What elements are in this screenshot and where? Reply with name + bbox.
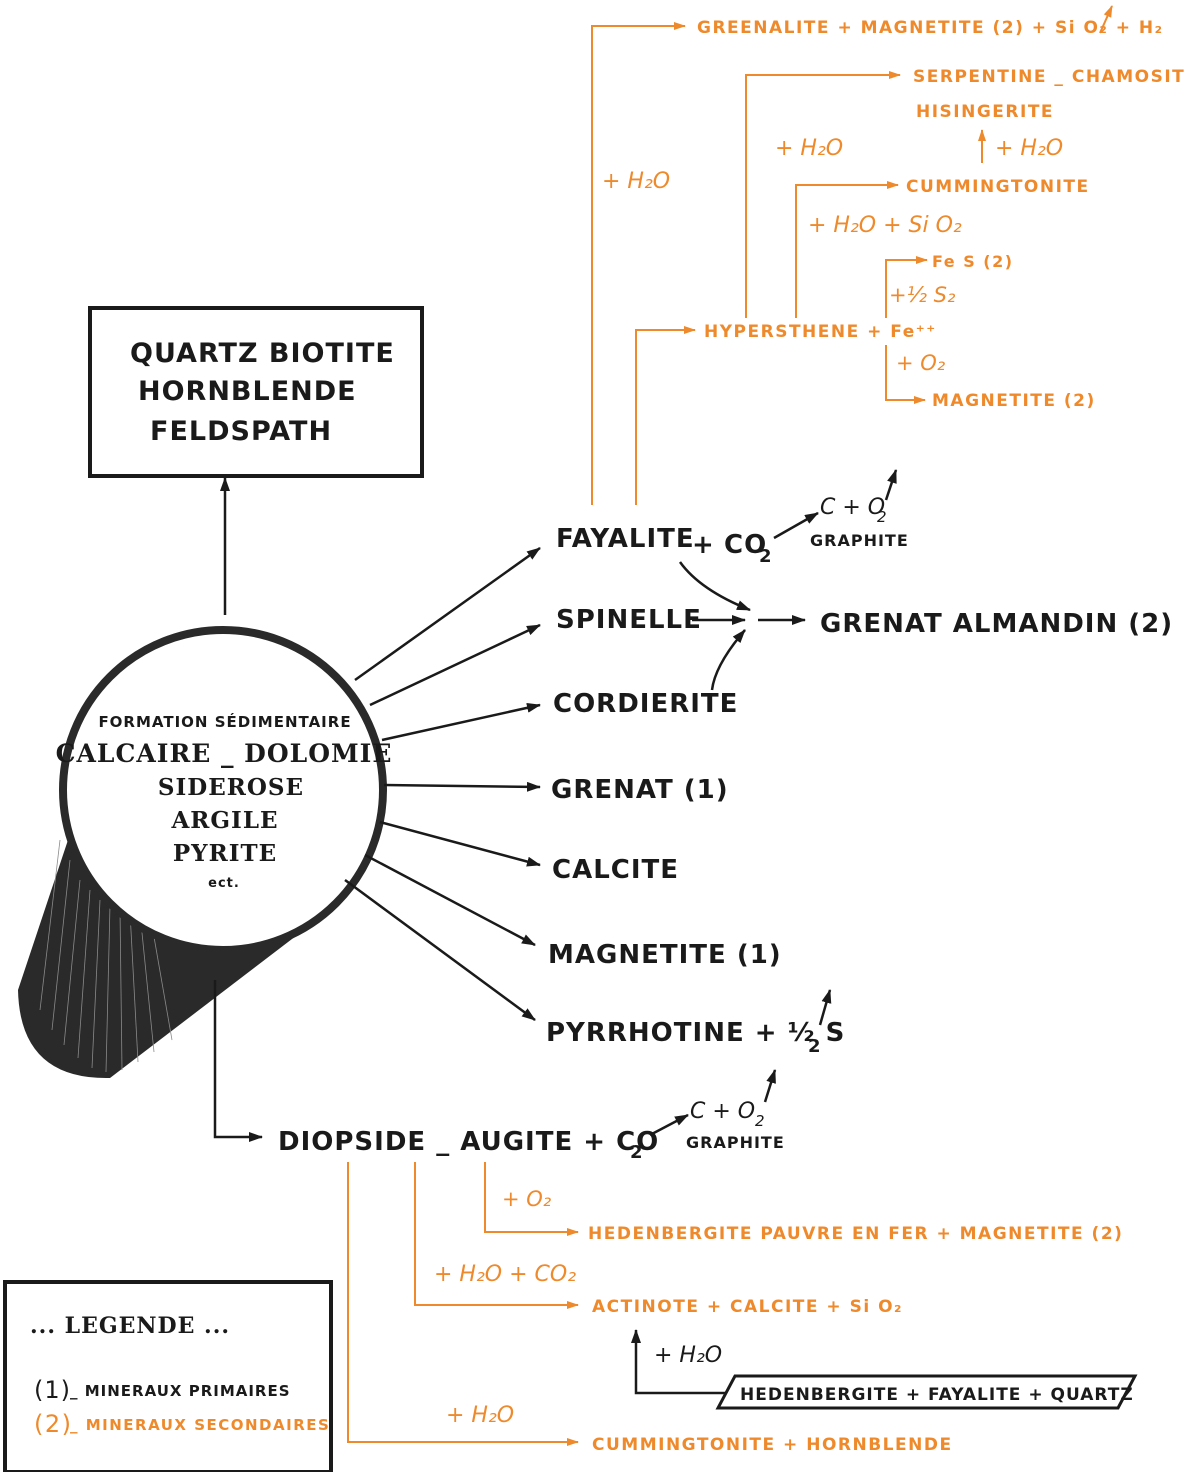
arrow-to-actinote-up (631, 1329, 735, 1395)
arrow-to-greenalite (591, 22, 686, 505)
label-diopside-c-o2: C + O (690, 1099, 755, 1124)
label-h2o-5: + H₂O (446, 1403, 514, 1428)
source-title: FORMATION SÉDIMENTAIRE (98, 712, 351, 731)
arrow-o2-up (884, 469, 898, 501)
label-hedenbergite-pauvre: HEDENBERGITE PAUVRE EN FER + MAGNETITE (… (588, 1224, 1123, 1244)
label-h2o-1: + H₂O (602, 169, 670, 194)
arrow-to-hedenbergite-pauvre (484, 1162, 579, 1236)
arrow-h2-up (1099, 5, 1113, 34)
arrow-spinelle (369, 623, 541, 707)
label-fayalite: FAYALITE (556, 524, 695, 554)
arrow-magnetite (364, 853, 536, 947)
label-magnetite: MAGNETITE (1) (548, 940, 782, 970)
label-grenat: GRENAT (1) (551, 775, 729, 805)
top-box-frame (88, 306, 424, 478)
label-hypersthene: HYPERSTHENE + Fe⁺⁺ (704, 322, 937, 342)
label-half-s2: +½ S₂ (889, 283, 956, 307)
label-fes: Fe S (2) (932, 252, 1014, 271)
label-c-o2: C + O (820, 495, 885, 520)
label-h2o-4: + H₂O (654, 1343, 722, 1368)
hedenbergite-box (715, 1374, 1138, 1410)
top-box-line3: FELDSPATH (150, 416, 332, 447)
legend: ... LEGENDE ... (1) _ MINERAUX PRIMAIRES… (3, 1280, 333, 1472)
label-cummingtonite: CUMMINGTONITE (906, 177, 1090, 197)
label-diopside-co2-sub: 2 (630, 1142, 644, 1163)
arrow-diopside (213, 980, 263, 1142)
arrow-cordierite-to-grenat (710, 629, 746, 691)
source-formation: FORMATION SÉDIMENTAIRE CALCAIRE _ DOLOMI… (18, 626, 393, 1079)
legend-frame (3, 1280, 333, 1472)
label-magnetite2: MAGNETITE (2) (932, 391, 1096, 411)
arrow-to-cummingtonite (795, 181, 899, 318)
label-serpentine: SERPENTINE _ CHAMOSITE (913, 67, 1184, 87)
label-fayalite-plus: + (692, 530, 715, 560)
source-line2: SIDEROSE (158, 774, 304, 801)
label-o2: + O₂ (896, 351, 946, 375)
arrow-to-cumm-hornblende (347, 1162, 579, 1446)
arrow-co2-to-c (773, 511, 819, 540)
label-hedenbergite-fayalite-quartz: HEDENBERGITE + FAYALITE + QUARTZ (740, 1385, 1134, 1405)
arrow-to-magnetite2 (885, 345, 926, 404)
label-s2-sub: 2 (808, 1036, 822, 1057)
arrow-diopside-co2-to-c (649, 1113, 689, 1137)
label-actinote: ACTINOTE + CALCITE + Si O₂ (592, 1297, 903, 1317)
top-box: QUARTZ BIOTITE HORNBLENDE FELDSPATH (88, 306, 424, 478)
label-grenat-almandin: GRENAT ALMANDIN (2) (820, 609, 1173, 639)
arrow-to-actinote (414, 1162, 579, 1309)
top-box-line2: HORNBLENDE (138, 376, 357, 407)
label-calcite: CALCITE (552, 855, 679, 885)
source-circle (59, 626, 387, 954)
arrow-fayalite (354, 546, 541, 682)
label-h2o-co2: + H₂O + CO₂ (434, 1262, 576, 1287)
arrow-pyrrhotine (344, 878, 536, 1022)
source-line1: CALCAIRE _ DOLOMIE (56, 739, 393, 768)
label-graphite: GRAPHITE (810, 531, 909, 550)
label-cumm-hornblende: CUMMINGTONITE + HORNBLENDE (592, 1435, 953, 1455)
label-cordierite: CORDIERITE (553, 689, 738, 719)
legend-text-primary: _ MINERAUX PRIMAIRES (70, 1382, 291, 1400)
arrow-to-hypersthene (635, 326, 696, 505)
source-note: ect. (208, 876, 240, 891)
label-hisingerite: HISINGERITE (916, 102, 1054, 122)
label-diopside-o2-sub: 2 (755, 1112, 765, 1130)
label-diopside: DIOPSIDE _ AUGITE + CO (278, 1127, 659, 1157)
arrow-fayalite-to-grenat (678, 561, 751, 612)
legend-text-secondary: _ MINERAUX SECONDAIRES (70, 1416, 330, 1434)
top-box-line1: QUARTZ BIOTITE (130, 338, 395, 369)
source-line3: ARGILE (170, 807, 278, 834)
label-o2-b: + O₂ (502, 1187, 552, 1211)
label-co2-sub: 2 (759, 546, 773, 567)
label-spinelle: SPINELLE (556, 605, 702, 635)
arrow-diopside-o2-up (763, 1069, 777, 1103)
source-line4: PYRITE (173, 840, 277, 867)
label-greenalite: GREENALITE + MAGNETITE (2) + Si O₂ + H₂ (697, 18, 1164, 38)
arrow-to-serpentine (745, 71, 901, 318)
label-pyrrhotine: PYRRHOTINE + ½ S (546, 1018, 845, 1048)
legend-title: ... LEGENDE ... (30, 1313, 230, 1339)
arrow-grenat (383, 781, 541, 792)
label-h2o-sio2: + H₂O + Si O₂ (808, 213, 962, 238)
label-h2o-2: + H₂O (775, 136, 843, 161)
arrow-cordierite (381, 702, 541, 742)
label-diopside-graphite: GRAPHITE (686, 1133, 785, 1152)
legend-key-secondary: (2) (34, 1410, 73, 1438)
label-c-o2-sub: 2 (877, 508, 887, 526)
label-co2: CO (724, 530, 767, 560)
label-h2o-3: + H₂O (995, 136, 1063, 161)
legend-key-primary: (1) (34, 1376, 71, 1404)
arrow-calcite (379, 820, 541, 867)
arrow-s2-up (818, 989, 832, 1026)
arrow-to-fes (885, 256, 928, 318)
